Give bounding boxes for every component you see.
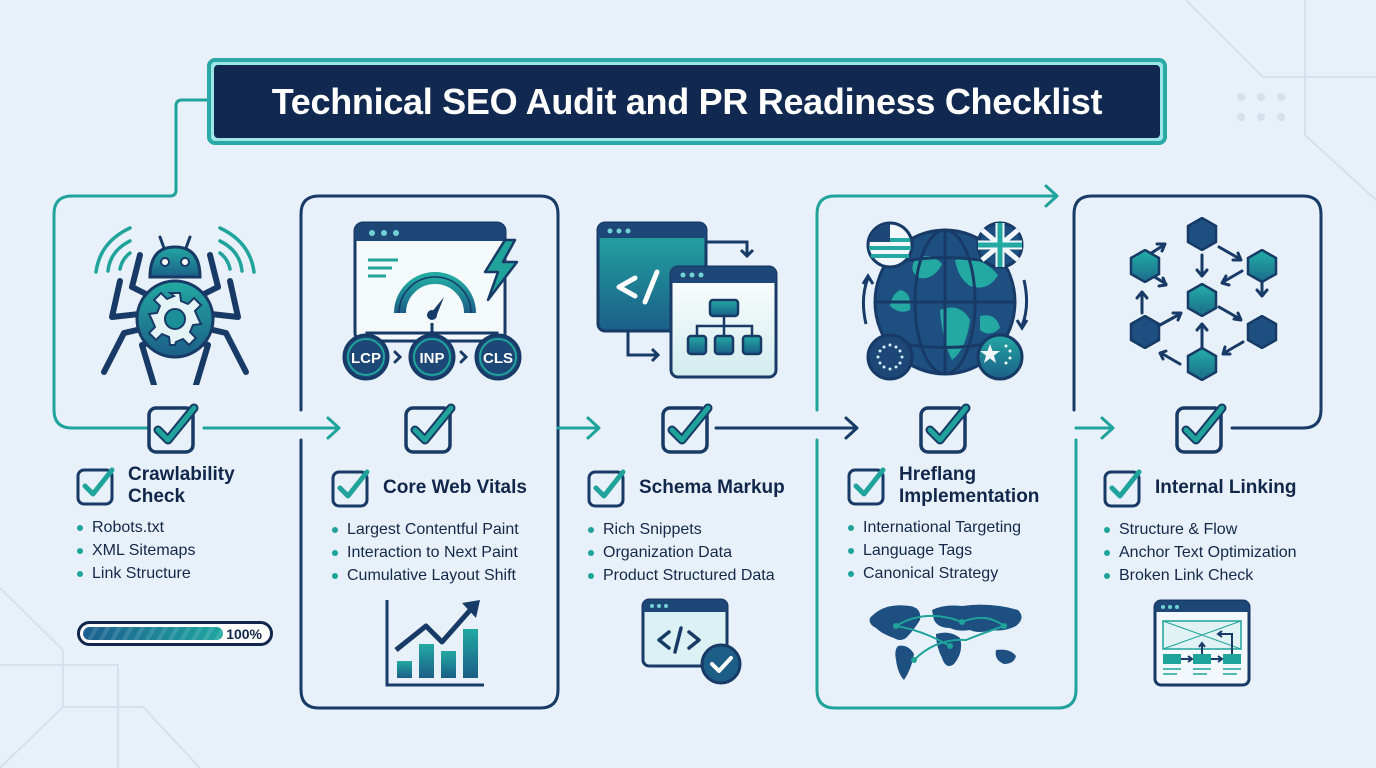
card-internal-linking: Internal Linking Structure & Flow Anchor… xyxy=(1103,468,1333,587)
list-item: Broken Link Check xyxy=(1103,564,1333,587)
checkbox-checked-icon xyxy=(76,467,115,506)
bullet-list: Robots.txt XML Sitemaps Link Structure xyxy=(76,516,276,585)
list-item: Organization Data xyxy=(587,541,812,564)
checkbox-checked-icon xyxy=(587,469,626,508)
list-item: Anchor Text Optimization xyxy=(1103,541,1333,564)
list-item: XML Sitemaps xyxy=(76,539,276,562)
list-item: Largest Contentful Paint xyxy=(331,518,556,541)
list-item: Rich Snippets xyxy=(587,518,812,541)
list-item: Cumulative Layout Shift xyxy=(331,564,556,587)
card-heading: Core Web Vitals xyxy=(383,477,527,498)
card-core-web-vitals: Core Web Vitals Largest Contentful Paint… xyxy=(331,468,556,587)
step-checkbox-hreflang xyxy=(919,403,971,454)
code-to-structure-icon xyxy=(596,221,778,379)
card-hreflang: Hreflang Implementation International Ta… xyxy=(847,464,1072,585)
checkbox-checked-icon xyxy=(1103,469,1142,508)
step-checkbox-core-web-vitals xyxy=(404,403,456,454)
bullet-list: Structure & Flow Anchor Text Optimizatio… xyxy=(1103,518,1333,587)
list-item: Canonical Strategy xyxy=(847,562,1072,585)
spider-bot-gear-icon xyxy=(94,226,256,385)
checkbox-checked-icon xyxy=(331,469,370,508)
step-checkbox-schema-markup xyxy=(661,403,713,454)
dots-grid-icon xyxy=(1237,93,1285,121)
page-title: Technical SEO Audit and PR Readiness Che… xyxy=(214,65,1160,138)
metric-inp: INP xyxy=(419,350,444,367)
checkbox-checked-icon xyxy=(847,467,886,506)
browser-speedometer-icon: LCP INP CLS xyxy=(342,221,522,381)
card-heading: Schema Markup xyxy=(639,477,785,498)
list-item: Link Structure xyxy=(76,562,276,585)
metric-cls: CLS xyxy=(483,350,513,367)
list-item: Product Structured Data xyxy=(587,564,812,587)
progress-bar: 100% xyxy=(77,621,273,646)
card-heading: Crawlability Check xyxy=(128,464,235,507)
step-checkbox-internal-linking xyxy=(1175,403,1227,454)
bullet-list: Largest Contentful Paint Interaction to … xyxy=(331,518,556,587)
hexagon-network-icon xyxy=(1129,217,1278,381)
bullet-list: International Targeting Language Tags Ca… xyxy=(847,516,1072,585)
page-wireframe-links-icon xyxy=(1153,599,1251,687)
growth-chart-icon xyxy=(385,600,484,687)
code-window-check-icon xyxy=(641,598,742,685)
bullet-list: Rich Snippets Organization Data Product … xyxy=(587,518,812,587)
list-item: Interaction to Next Paint xyxy=(331,541,556,564)
world-map-connections-icon xyxy=(869,604,1022,680)
list-item: International Targeting xyxy=(847,516,1072,539)
list-item: Structure & Flow xyxy=(1103,518,1333,541)
list-item: Robots.txt xyxy=(76,516,276,539)
metric-lcp: LCP xyxy=(351,350,381,367)
card-heading: Hreflang Implementation xyxy=(899,464,1040,507)
progress-value: 100% xyxy=(226,626,262,642)
progress-fill xyxy=(83,627,223,640)
title-banner: Technical SEO Audit and PR Readiness Che… xyxy=(207,58,1167,145)
card-crawlability: Crawlability Check Robots.txt XML Sitema… xyxy=(76,464,276,585)
list-item: Language Tags xyxy=(847,539,1072,562)
step-checkbox-crawlability xyxy=(147,403,199,454)
globe-flags-icon xyxy=(861,221,1029,381)
card-schema-markup: Schema Markup Rich Snippets Organization… xyxy=(587,468,812,587)
card-heading: Internal Linking xyxy=(1155,477,1297,498)
